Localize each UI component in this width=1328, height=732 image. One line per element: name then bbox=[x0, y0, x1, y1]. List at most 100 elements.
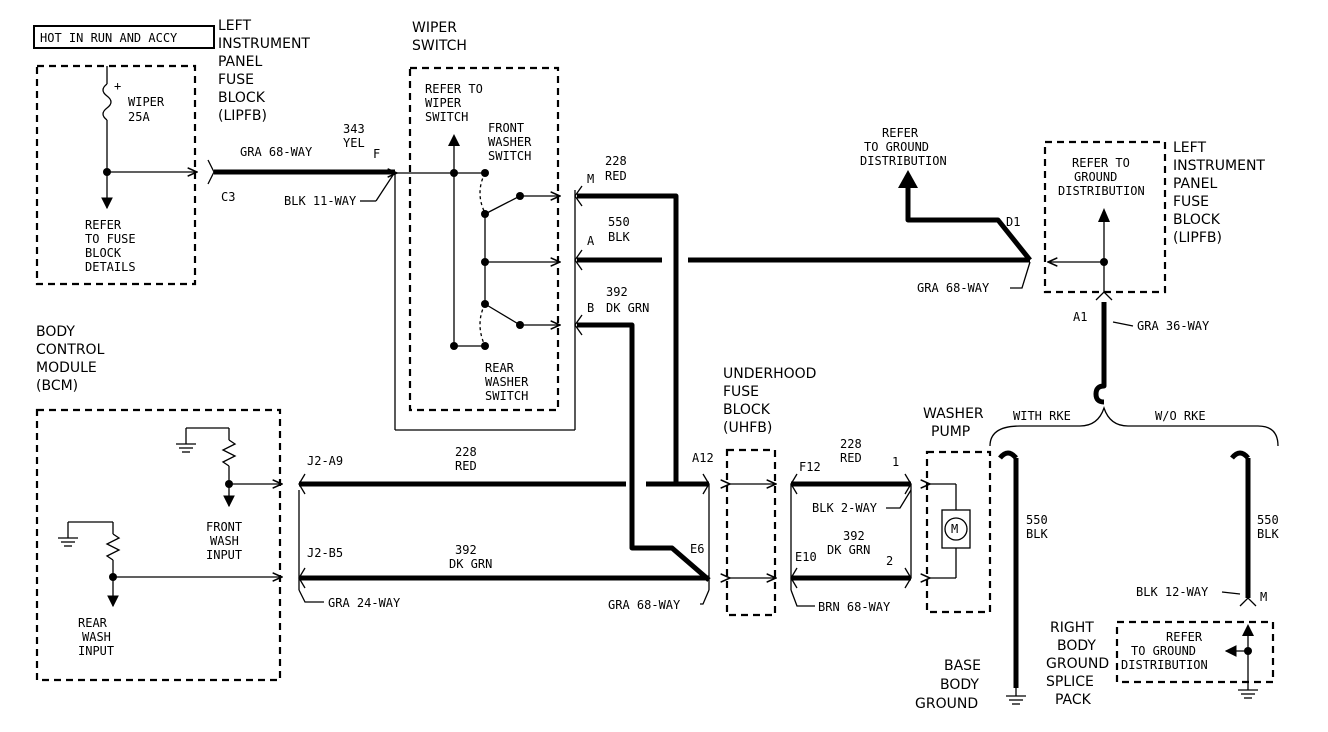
svg-text:GRA 24-WAY: GRA 24-WAY bbox=[328, 596, 401, 610]
svg-text:J2-B5: J2-B5 bbox=[307, 546, 343, 560]
svg-text:PACK: PACK bbox=[1055, 692, 1092, 708]
wiper-switch: WIPER SWITCH REFER TO WIPER SWITCH FRONT… bbox=[397, 20, 595, 430]
svg-text:SWITCH: SWITCH bbox=[425, 110, 468, 124]
svg-text:(LIPFB): (LIPFB) bbox=[218, 108, 267, 124]
svg-text:2: 2 bbox=[886, 554, 893, 568]
svg-text:BLOCK: BLOCK bbox=[85, 246, 122, 260]
svg-text:A: A bbox=[587, 234, 595, 248]
svg-text:RED: RED bbox=[605, 169, 627, 183]
svg-text:DK GRN: DK GRN bbox=[827, 543, 870, 557]
hot-in-run-label: HOT IN RUN AND ACCY bbox=[40, 31, 178, 45]
wire-228-red-lower: J2-A9 228 RED A12 bbox=[298, 445, 714, 495]
uhfb: UNDERHOOD FUSE BLOCK (UHFB) bbox=[723, 366, 816, 617]
svg-text:228: 228 bbox=[840, 437, 862, 451]
fuse-plus: + bbox=[114, 79, 121, 93]
svg-text:PANEL: PANEL bbox=[218, 54, 262, 70]
fuse-rating-label: 25A bbox=[128, 110, 150, 124]
with-rke-ground-wire: 550 BLK BASE BODY GROUND bbox=[915, 450, 1048, 712]
wire-392-dkgrn-upper: 392 DK GRN bbox=[574, 285, 711, 582]
svg-text:A1: A1 bbox=[1073, 310, 1087, 324]
svg-text:1: 1 bbox=[892, 455, 899, 469]
svg-text:DK GRN: DK GRN bbox=[449, 557, 492, 571]
lipfb-top: + WIPER 25A REFER TO FUSE BLOCK DETAILS … bbox=[35, 18, 310, 286]
svg-text:RED: RED bbox=[455, 459, 477, 473]
svg-text:WASHER: WASHER bbox=[488, 135, 532, 149]
svg-text:BLOCK: BLOCK bbox=[723, 402, 771, 418]
svg-text:GROUND: GROUND bbox=[1074, 170, 1117, 184]
wire-392-dkgrn-lower: GRA 24-WAY J2-B5 392 DK GRN E6 GRA 68-WA… bbox=[298, 484, 710, 612]
svg-text:550: 550 bbox=[1257, 513, 1279, 527]
svg-text:GROUND: GROUND bbox=[1046, 656, 1109, 672]
svg-text:WASHER: WASHER bbox=[485, 375, 529, 389]
svg-text:GROUND: GROUND bbox=[915, 696, 978, 712]
svg-text:A12: A12 bbox=[692, 451, 714, 465]
svg-text:BODY: BODY bbox=[1057, 638, 1096, 654]
svg-text:DK GRN: DK GRN bbox=[606, 301, 649, 315]
svg-text:BODY: BODY bbox=[940, 677, 979, 693]
svg-text:FUSE: FUSE bbox=[218, 72, 254, 88]
svg-text:E6: E6 bbox=[690, 542, 704, 556]
svg-text:GRA 68-WAY: GRA 68-WAY bbox=[240, 145, 313, 159]
svg-text:PUMP: PUMP bbox=[931, 424, 970, 440]
wire-392-dkgrn-pump: E10 392 DK GRN 2 BRN 68-WAY bbox=[790, 484, 912, 614]
svg-text:550: 550 bbox=[1026, 513, 1048, 527]
svg-text:BLK: BLK bbox=[608, 230, 630, 244]
svg-text:FRONT: FRONT bbox=[488, 121, 524, 135]
svg-text:M: M bbox=[587, 172, 594, 186]
svg-text:TO GROUND: TO GROUND bbox=[864, 140, 929, 154]
svg-text:BLOCK: BLOCK bbox=[1173, 212, 1221, 228]
svg-text:FRONT: FRONT bbox=[206, 520, 242, 534]
svg-text:392: 392 bbox=[843, 529, 865, 543]
svg-text:REFER: REFER bbox=[1166, 630, 1203, 644]
svg-text:REAR: REAR bbox=[485, 361, 515, 375]
svg-text:550: 550 bbox=[608, 215, 630, 229]
svg-text:REAR: REAR bbox=[78, 616, 108, 630]
svg-text:LEFT: LEFT bbox=[1173, 140, 1206, 156]
svg-text:228: 228 bbox=[605, 154, 627, 168]
svg-text:C3: C3 bbox=[221, 190, 235, 204]
svg-text:392: 392 bbox=[606, 285, 628, 299]
svg-text:F12: F12 bbox=[799, 460, 821, 474]
wire-343-yel: GRA 68-WAY C3 343 YEL F BLK 11-WAY bbox=[207, 122, 575, 431]
svg-text:REFER TO: REFER TO bbox=[1072, 156, 1130, 170]
svg-text:CONTROL: CONTROL bbox=[36, 342, 105, 358]
svg-text:DISTRIBUTION: DISTRIBUTION bbox=[1121, 658, 1208, 672]
svg-text:REFER TO: REFER TO bbox=[425, 82, 483, 96]
svg-text:D1: D1 bbox=[1006, 215, 1020, 229]
wire-550-blk: 550 BLK REFER TO GROUND DISTRIBUTION D1 … bbox=[574, 126, 1032, 295]
svg-text:YEL: YEL bbox=[343, 136, 365, 150]
lipfb-right: REFER TO GROUND DISTRIBUTION LEFT INSTRU… bbox=[989, 140, 1279, 447]
svg-text:392: 392 bbox=[455, 543, 477, 557]
svg-text:SWITCH: SWITCH bbox=[412, 38, 467, 54]
svg-text:INSTRUMENT: INSTRUMENT bbox=[1173, 158, 1265, 174]
svg-text:M: M bbox=[1260, 590, 1267, 604]
svg-text:BLOCK: BLOCK bbox=[218, 90, 266, 106]
svg-text:INPUT: INPUT bbox=[206, 548, 242, 562]
svg-text:TO FUSE: TO FUSE bbox=[85, 232, 136, 246]
svg-text:WIPER: WIPER bbox=[412, 20, 457, 36]
washer-pump: WASHER PUMP M bbox=[923, 406, 992, 614]
svg-text:BRN 68-WAY: BRN 68-WAY bbox=[818, 600, 891, 614]
svg-text:BLK 2-WAY: BLK 2-WAY bbox=[812, 501, 878, 515]
wire-228-red-upper: 228 RED bbox=[574, 154, 709, 487]
svg-text:BLK 11-WAY: BLK 11-WAY bbox=[284, 194, 357, 208]
svg-text:J2-A9: J2-A9 bbox=[307, 454, 343, 468]
svg-text:343: 343 bbox=[343, 122, 365, 136]
svg-text:E10: E10 bbox=[795, 550, 817, 564]
svg-text:BLK 12-WAY: BLK 12-WAY bbox=[1136, 585, 1209, 599]
bcm: BODY CONTROL MODULE (BCM) FRONT WASH INP… bbox=[35, 324, 282, 682]
svg-text:GRA 68-WAY: GRA 68-WAY bbox=[608, 598, 681, 612]
svg-text:M: M bbox=[951, 522, 958, 536]
svg-text:REFER: REFER bbox=[882, 126, 919, 140]
svg-text:MODULE: MODULE bbox=[36, 360, 97, 376]
svg-text:SPLICE: SPLICE bbox=[1046, 674, 1094, 690]
svg-text:INSTRUMENT: INSTRUMENT bbox=[218, 36, 310, 52]
svg-text:DETAILS: DETAILS bbox=[85, 260, 136, 274]
svg-text:(BCM): (BCM) bbox=[36, 378, 78, 394]
fuse-icon bbox=[102, 83, 112, 121]
wo-rke-ground-wire: 550 BLK BLK 12-WAY M REFER TO GROUND DIS… bbox=[1046, 450, 1279, 708]
svg-text:WASH: WASH bbox=[82, 630, 111, 644]
svg-text:WASHER: WASHER bbox=[923, 406, 984, 422]
svg-text:228: 228 bbox=[455, 445, 477, 459]
